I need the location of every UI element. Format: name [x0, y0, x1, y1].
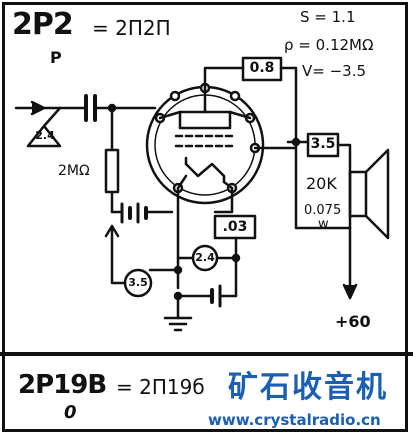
- second-tube-name: 2P19B: [18, 370, 107, 400]
- watermark-brand: 矿石收音机: [228, 370, 388, 405]
- plate-wire: [203, 66, 245, 90]
- tube-subtype: P: [50, 48, 62, 67]
- speaker-impedance-label: 20K: [306, 174, 337, 193]
- grid-resistor: [104, 148, 120, 194]
- spec-transconductance: S = 1.1: [300, 8, 356, 26]
- supply-arrow: [342, 283, 358, 300]
- tube-name: 2P2: [12, 7, 74, 42]
- supply-voltage-label: +60: [335, 312, 371, 331]
- tube-equivalent: = 2П2П: [92, 16, 171, 40]
- speaker-power-label: 0.075: [304, 203, 342, 218]
- page-border: [2, 2, 408, 432]
- second-tube-equivalent: = 2П19б: [116, 375, 205, 399]
- input-triangle-lead: [42, 106, 62, 128]
- heater-voltage-label: 2.4: [195, 251, 215, 264]
- second-tube-subtype: 0: [64, 402, 77, 423]
- spec-grid-bias: V= −3.5: [302, 62, 367, 80]
- watermark-url: www.crystalradio.cn: [208, 411, 381, 429]
- spec-plate-resistance: ρ = 0.12MΩ: [284, 36, 374, 54]
- input-voltage-label: 2.4: [35, 129, 55, 142]
- cathode-voltage-label: .03: [222, 219, 248, 235]
- speaker-magnet: [348, 170, 368, 218]
- bias-voltage-label: 3.5: [128, 276, 148, 289]
- plate-voltage-label: 0.8: [249, 60, 275, 76]
- speaker-cone: [364, 148, 390, 240]
- section-divider: [0, 352, 413, 356]
- speaker-power-unit: w: [318, 217, 329, 232]
- input-voltage-triangle: [26, 124, 62, 148]
- screen-voltage-label: 3.5: [310, 136, 336, 152]
- tube-plate: [178, 110, 232, 130]
- grid-resistor-label: 2MΩ: [58, 163, 90, 179]
- input-arrow: [30, 100, 46, 116]
- tube-filament: [184, 162, 226, 178]
